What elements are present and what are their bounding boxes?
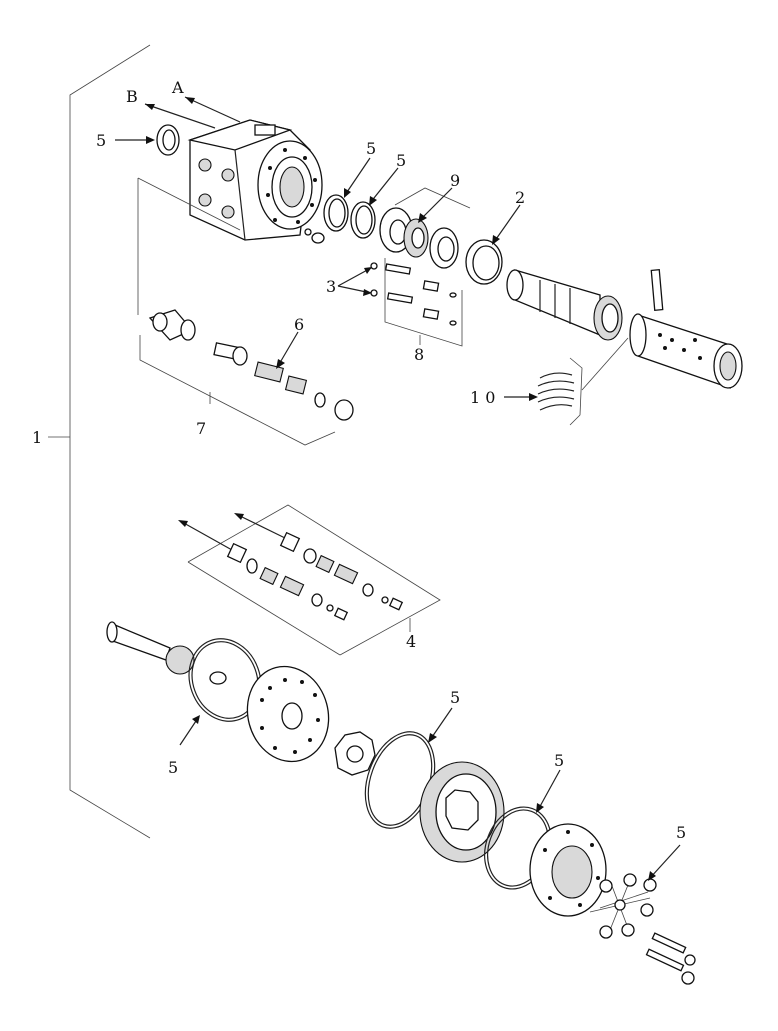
label-7: 7 <box>196 419 206 438</box>
seal-ring-1 <box>323 194 349 232</box>
label-5-oring-3: 5 <box>554 751 564 770</box>
label-8: 8 <box>414 345 424 364</box>
label-5-washers: 5 <box>676 823 686 842</box>
end-cap <box>529 823 607 917</box>
label-5-housing-seal: 5 <box>96 131 106 150</box>
centering-pin <box>650 269 664 311</box>
label-B: B <box>126 87 138 106</box>
gerotor-rotor <box>334 731 376 776</box>
label-A: A <box>171 78 184 97</box>
label-2: 2 <box>515 188 525 207</box>
label-5-oring-1: 5 <box>168 758 178 777</box>
label-9: 9 <box>450 171 460 190</box>
needle-bearing <box>403 218 429 258</box>
spool <box>506 269 623 341</box>
lower-leaders <box>179 707 681 881</box>
drive-shaft <box>106 621 195 675</box>
cap-screws <box>645 932 696 985</box>
bearing-race <box>429 227 459 269</box>
seal-ring-2 <box>350 201 376 239</box>
centering-springs <box>504 337 629 426</box>
assembly-bracket <box>48 44 151 839</box>
label-4: 4 <box>406 632 416 651</box>
label-1: 1 <box>32 428 42 447</box>
o-ring-lower-1 <box>188 638 262 722</box>
valve-housing <box>187 119 323 241</box>
stack-leaders <box>344 157 521 245</box>
check-valve-group <box>178 504 441 656</box>
end-cap-washers <box>589 873 657 939</box>
label-5-seal-1: 5 <box>366 139 376 158</box>
label-5-seal-2: 5 <box>396 151 406 170</box>
gerotor-stator <box>419 761 505 863</box>
small-fitting <box>304 228 325 244</box>
label-10: 1 0 <box>470 388 495 407</box>
spacer-plate <box>246 665 330 763</box>
seal-ring-housing <box>115 124 180 156</box>
label-6: 6 <box>294 315 304 334</box>
label-5-oring-2: 5 <box>450 688 460 707</box>
retaining-ring-2 <box>465 239 503 285</box>
port-arrows <box>144 96 241 129</box>
pin-group <box>337 258 463 347</box>
label-3: 3 <box>326 277 336 296</box>
relief-valve-parts <box>137 177 354 446</box>
sleeve <box>629 313 743 389</box>
